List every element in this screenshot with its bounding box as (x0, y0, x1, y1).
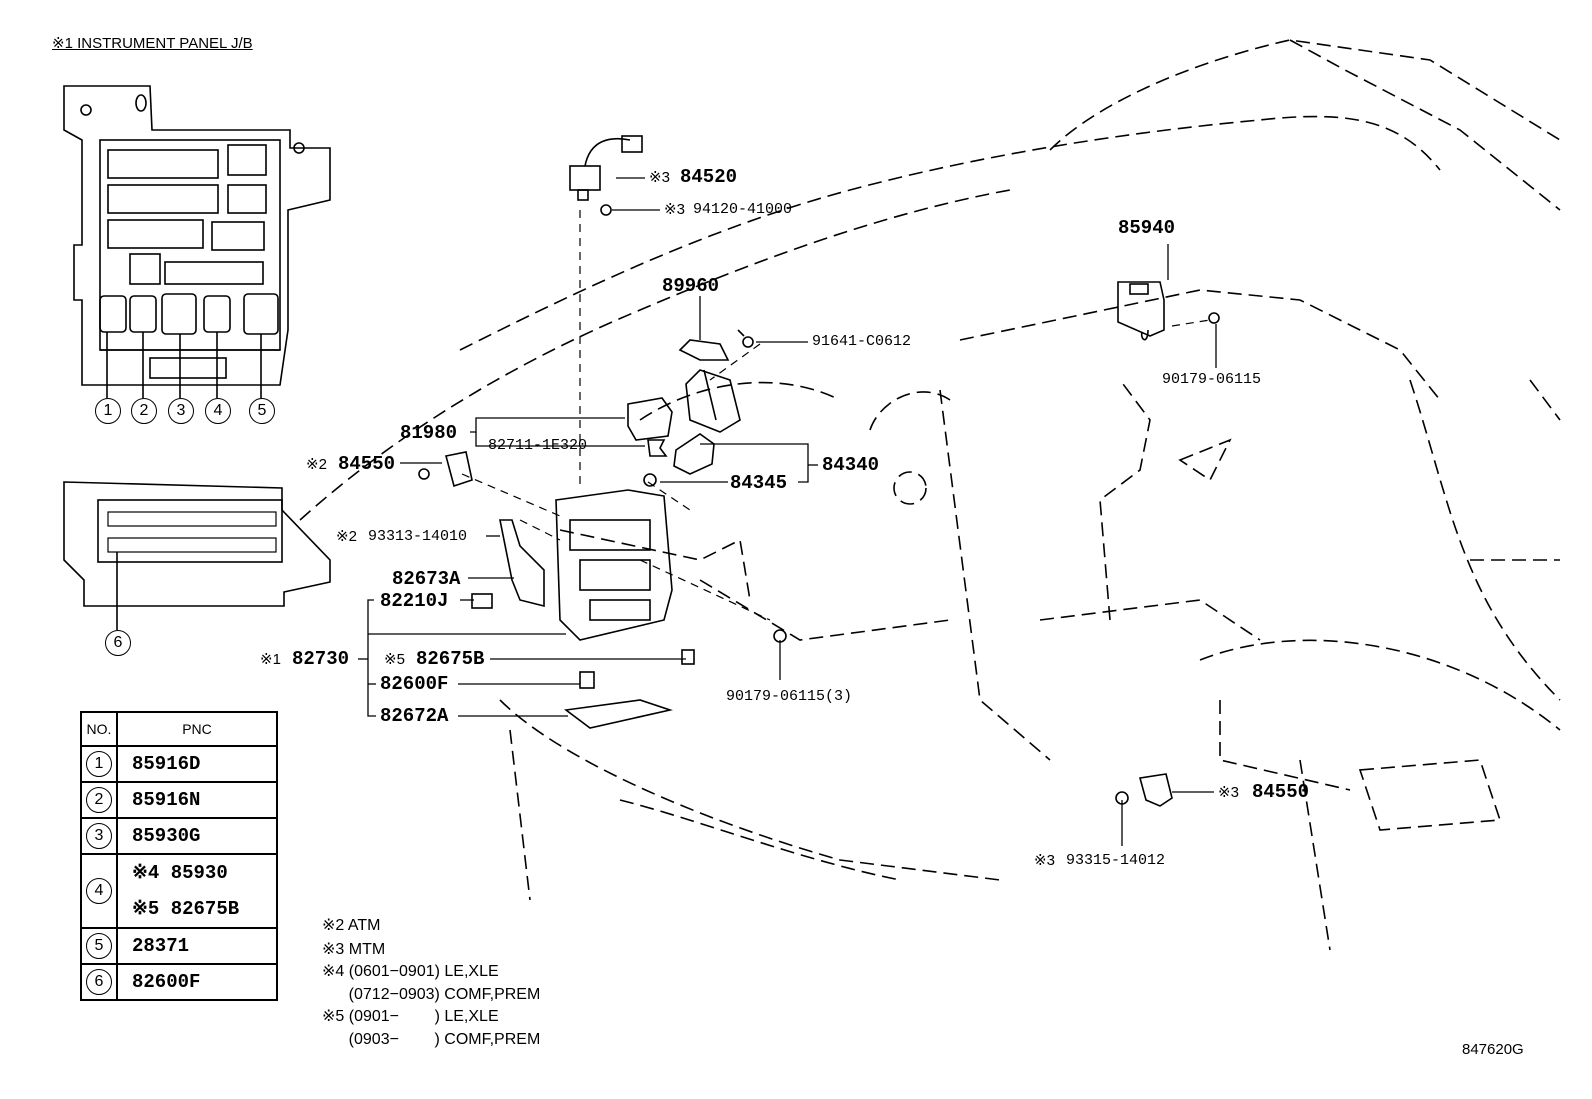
callout-1: 1 (95, 398, 121, 424)
diagram-title: ※1 INSTRUMENT PANEL J/B (52, 35, 253, 52)
table-row: 6 82600F (80, 963, 278, 1001)
part-label-84520: 84520 (680, 166, 738, 188)
pnc-value: 28371 (116, 927, 278, 965)
part-label-84550-left: 84550 (338, 453, 396, 475)
part-label-93313: 93313-14010 (368, 528, 468, 545)
part-89960-sensor (678, 339, 741, 433)
part-label-91641: 91641-C0612 (812, 333, 912, 350)
part-label-84345: 84345 (730, 472, 788, 494)
table-row: 2 85916N (80, 781, 278, 819)
row-number: 1 (86, 751, 112, 777)
pnc-table: NO. PNC 1 85916D 2 85916N 3 85930G 4 ※4 … (80, 711, 278, 1001)
part-84520-switch (569, 135, 643, 201)
mark-3-84520: ※3 (649, 169, 670, 186)
part-label-82210J: 82210J (380, 590, 449, 612)
note-line: ※3 MTM (322, 941, 386, 958)
part-label-82673A: 82673A (392, 568, 461, 590)
part-label-82672A: 82672A (380, 705, 449, 727)
table-row: 3 85930G (80, 817, 278, 855)
part-label-94120: 94120-41000 (693, 201, 793, 218)
part-label-90179-upper: 90179-06115 (1162, 371, 1262, 388)
part-label-82675B: 82675B (416, 648, 485, 670)
mark-5-82675B: ※5 (384, 651, 405, 668)
leader-lines (358, 177, 1217, 846)
part-91641-clip (737, 329, 754, 348)
part-81980-relay (627, 397, 673, 441)
part-label-90179-lower: 90179-06115(3) (726, 688, 853, 705)
row-number: 4 (86, 878, 112, 904)
mark-2-93313: ※2 (336, 528, 357, 545)
part-label-89960: 89960 (662, 275, 720, 297)
junction-box-side-view (63, 481, 331, 630)
mark-3-94120: ※3 (664, 201, 685, 218)
note-line: ※5 (0901− ) LE,XLE (322, 1008, 499, 1025)
row-number: 6 (86, 969, 112, 995)
mark-3-93315: ※3 (1034, 852, 1055, 869)
part-label-85940: 85940 (1118, 217, 1176, 239)
row-number: 3 (86, 823, 112, 849)
table-header: NO. PNC (80, 711, 278, 747)
part-82730-junction-block (471, 489, 787, 729)
note-line: ※2 ATM (322, 917, 381, 934)
header-no: NO. (80, 711, 118, 747)
note-line: ※4 (0601−0901) LE,XLE (322, 963, 499, 980)
dashboard-outline (299, 39, 1561, 951)
mark-3-84550-right: ※3 (1218, 784, 1239, 801)
note-line: (0712−0903) COMF,PREM (322, 986, 541, 1003)
row-number: 5 (86, 933, 112, 959)
pnc-value: 85916N (116, 781, 278, 819)
callout-4: 4 (205, 398, 231, 424)
table-row: 1 85916D (80, 745, 278, 783)
part-label-82600F: 82600F (380, 673, 449, 695)
part-84340-switch (643, 433, 715, 487)
pnc-value: 82600F (116, 963, 278, 1001)
junction-box-top-view (63, 85, 331, 398)
part-82711-clip (647, 439, 668, 457)
part-label-81980: 81980 (400, 422, 458, 444)
callout-2: 2 (131, 398, 157, 424)
row-number: 2 (86, 787, 112, 813)
figure-id: 847620G (1462, 1041, 1524, 1058)
assembly-lines (461, 210, 1211, 621)
part-label-82730: 82730 (292, 648, 350, 670)
part-85940-module (1117, 281, 1165, 341)
part-label-84550-right: 84550 (1252, 781, 1310, 803)
mark-2-84550: ※2 (306, 456, 327, 473)
part-label-84340: 84340 (822, 454, 880, 476)
note-line: (0903− ) COMF,PREM (322, 1031, 541, 1048)
part-label-82711: 82711-1E320 (488, 437, 588, 454)
pnc-value: ※5 82675B (132, 898, 240, 920)
part-90179-nut (1208, 312, 1220, 324)
table-row: 5 28371 (80, 927, 278, 965)
part-84550-bracket-left (418, 451, 473, 488)
pnc-value: ※4 85930 (132, 862, 228, 884)
header-pnc: PNC (116, 711, 278, 747)
part-label-93315: 93315-14012 (1066, 852, 1166, 869)
mark-1-82730: ※1 (260, 651, 281, 668)
part-84550-bracket-right (1115, 773, 1173, 807)
callout-5: 5 (249, 398, 275, 424)
part-94120-nut (600, 204, 612, 216)
pnc-value: 85930G (116, 817, 278, 855)
pnc-value: 85916D (116, 745, 278, 783)
callout-3: 3 (168, 398, 194, 424)
table-row: 4 ※4 85930 ※5 82675B (80, 853, 278, 929)
callout-6: 6 (105, 630, 131, 656)
